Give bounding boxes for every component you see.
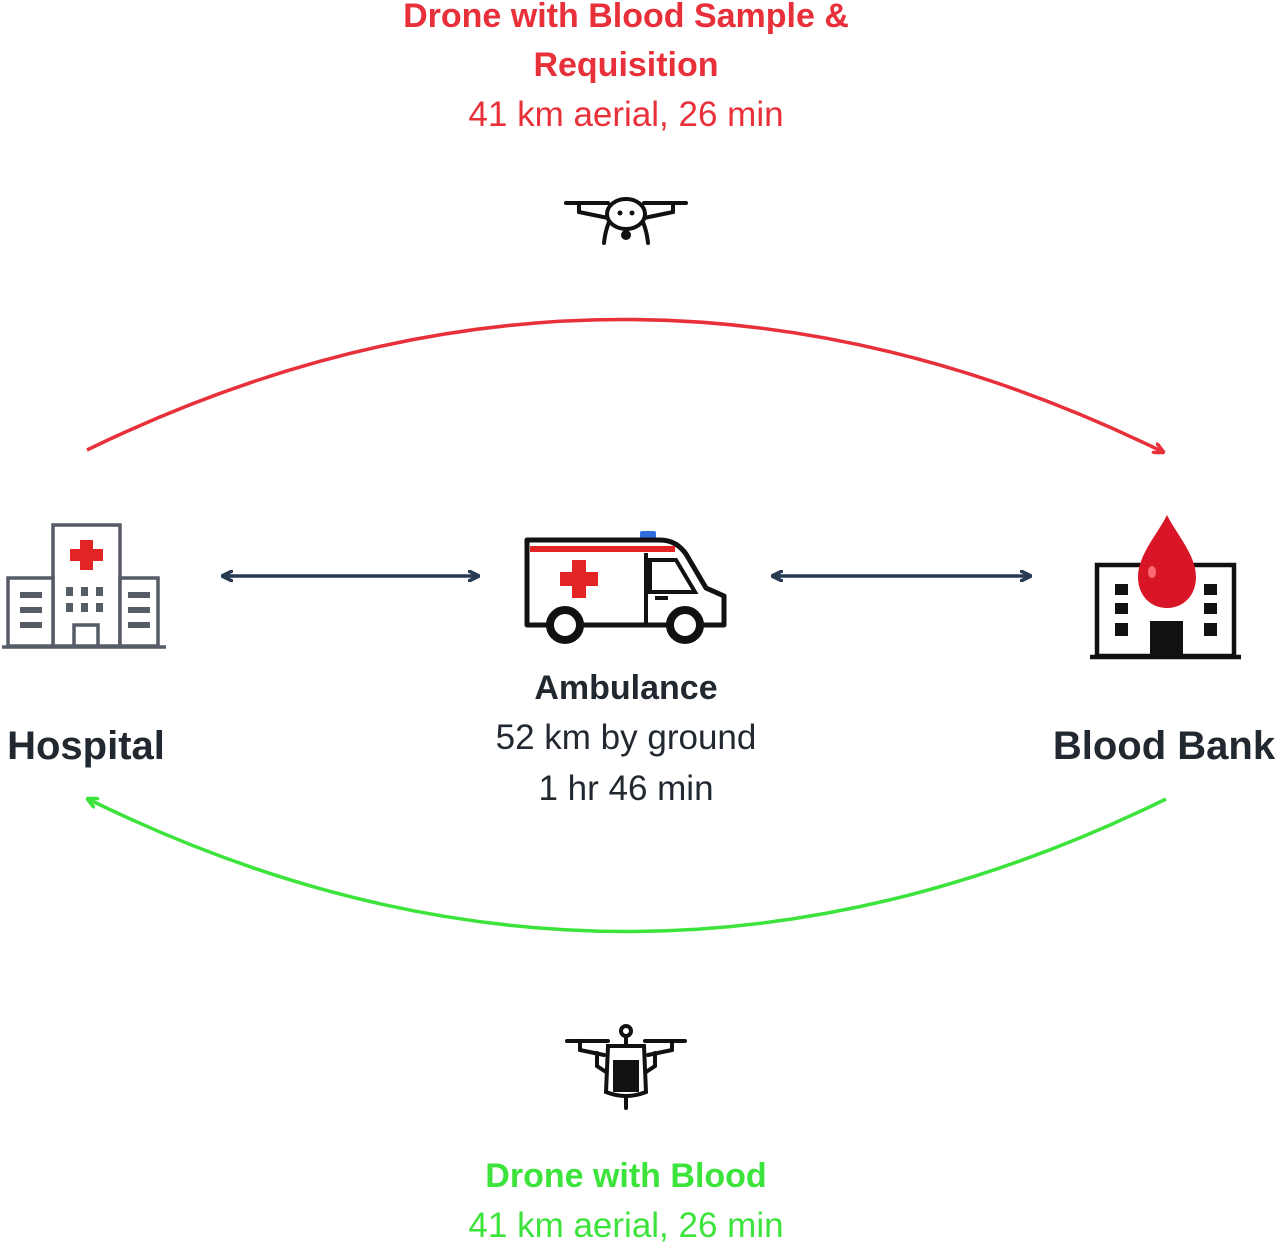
ambulance-title: Ambulance bbox=[534, 669, 718, 707]
top-drone-route-arrow bbox=[86, 317, 1163, 452]
bottom-route-detail: 41 km aerial, 26 min bbox=[468, 1206, 784, 1245]
bottom-route-title: Drone with Blood bbox=[485, 1157, 767, 1195]
top-route-detail: 41 km aerial, 26 min bbox=[468, 95, 784, 134]
ambulance-duration: 1 hr 46 min bbox=[538, 769, 714, 808]
blood-bag-drone-icon bbox=[565, 1024, 687, 1110]
hospital-building-icon bbox=[2, 523, 166, 649]
top-route-title-line2: Requisition bbox=[533, 46, 719, 84]
blood-bank-building-icon bbox=[1090, 515, 1241, 660]
blood-bank-label: Blood Bank bbox=[1052, 724, 1276, 768]
ambulance-distance: 52 km by ground bbox=[495, 718, 757, 757]
top-route-title-line1: Drone with Blood Sample & bbox=[403, 0, 849, 35]
hospital-label: Hospital bbox=[7, 724, 165, 768]
bottom-drone-route-arrow bbox=[88, 799, 1167, 934]
ambulance-icon bbox=[524, 531, 727, 644]
camera-drone-icon bbox=[564, 197, 688, 245]
